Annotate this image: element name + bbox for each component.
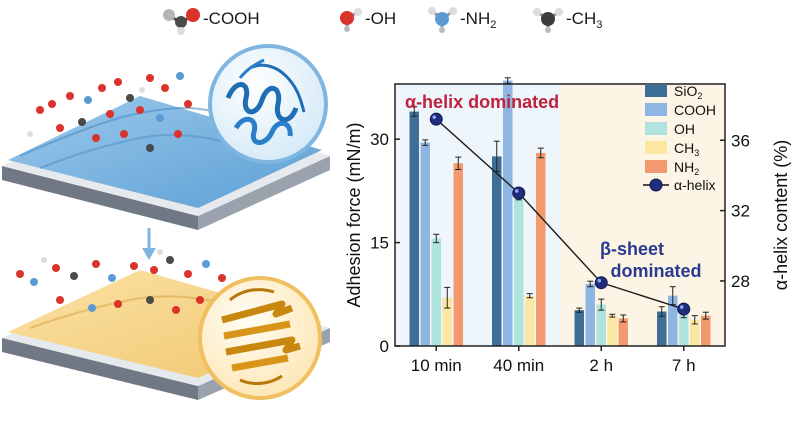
x-tick-label-3: 7 h — [672, 356, 696, 375]
methyl-molecule-icon — [533, 8, 563, 33]
bar-0-0 — [409, 111, 419, 346]
bar-3-1 — [525, 295, 535, 346]
alpha-helix-point-highlight-0 — [432, 115, 437, 119]
legend-label-cooh: -COOH — [203, 9, 260, 28]
legend-label-text-0: SiO — [674, 83, 697, 99]
bar-0-2 — [574, 310, 584, 346]
alpha-region-shade — [395, 84, 560, 346]
bar-3-3 — [690, 319, 700, 346]
surface-protein-illustration — [0, 38, 335, 425]
y2-axis-label: α-helix content (%) — [771, 140, 791, 290]
beta-sheet-protein-bubble — [198, 276, 322, 400]
amine-molecule-icon — [428, 7, 457, 33]
bar-4-0 — [453, 163, 463, 346]
legend-label-oh: -OH — [365, 9, 396, 28]
alpha-helix-dominated-label: α-helix dominated — [405, 92, 559, 112]
y2-tick-label-2: 36 — [731, 131, 750, 150]
alpha-helix-point-3 — [677, 302, 691, 316]
legend-label-text-4: NH — [674, 159, 694, 175]
alpha-helix-point-0 — [429, 112, 443, 126]
legend-swatch-0 — [645, 84, 667, 97]
transition-arrow-icon — [142, 228, 156, 260]
bar-2-3 — [679, 314, 689, 346]
beta-sheet-label-line2: dominated — [610, 261, 701, 281]
bar-3-2 — [607, 315, 617, 346]
alpha-helix-line-group — [429, 112, 691, 316]
y2-tick-label-1: 32 — [731, 202, 750, 221]
y2-tick-label-0: 28 — [731, 272, 750, 291]
bar-1-3 — [668, 295, 678, 346]
bar-3-0 — [442, 297, 452, 346]
carboxyl-molecule-icon — [163, 8, 200, 35]
legend-label-nh2: -NH2 — [460, 9, 496, 31]
legend-label-1: COOH — [674, 102, 716, 118]
legend-label-text-3: CH — [674, 140, 694, 156]
legend-label-sub-0: 2 — [697, 91, 702, 101]
x-tick-label-0: 10 min — [411, 356, 462, 375]
bar-4-1 — [536, 152, 546, 346]
bar-1-2 — [585, 283, 595, 346]
blue-substrate-slab — [2, 96, 330, 230]
legend-swatch-2 — [645, 122, 667, 135]
legend-swatch-1 — [645, 103, 667, 116]
legend-label-ch3: -CH3 — [566, 9, 602, 31]
legend-label-sub-3: 3 — [694, 148, 699, 158]
legend-marker-swatch — [649, 178, 663, 192]
y-tick-label-2: 30 — [370, 130, 389, 149]
y-axis-label: Adhesion force (mN/m) — [344, 122, 364, 307]
alpha-helix-point-highlight-3 — [679, 305, 684, 309]
bar-1-1 — [503, 80, 513, 347]
functional-group-legend: -COOH -OH -NH2 — [155, 2, 635, 36]
bar-2-0 — [431, 238, 441, 346]
bar-1-0 — [420, 142, 430, 346]
beta-sheet-label-line1: β-sheet — [600, 239, 664, 259]
alpha-helix-protein-bubble — [208, 44, 328, 164]
alpha-helix-point-highlight-2 — [597, 278, 602, 283]
bar-0-3 — [657, 311, 667, 346]
surface-molecules-bottom — [16, 249, 226, 314]
y-tick-label-0: 0 — [380, 337, 389, 356]
beta-region-shade — [560, 84, 725, 346]
x-tick-label-2: 2 h — [589, 356, 613, 375]
alpha-helix-point-highlight-1 — [514, 189, 519, 193]
hydroxyl-molecule-icon — [340, 8, 362, 32]
bar-2-1 — [514, 195, 524, 346]
legend-label-text-2: OH — [674, 121, 695, 137]
bar-4-3 — [701, 315, 711, 346]
bar-0-1 — [492, 156, 502, 346]
plot-frame — [394, 83, 726, 347]
legend-label-2: OH — [674, 121, 695, 137]
legend-label-3: CH3 — [674, 140, 699, 158]
legend-swatch-4 — [645, 160, 667, 173]
alpha-helix-line — [435, 118, 684, 310]
alpha-helix-point-2 — [594, 276, 608, 290]
legend-label-0: SiO2 — [674, 83, 702, 101]
bar-2-2 — [596, 304, 606, 346]
alpha-helix-point-1 — [512, 186, 526, 200]
legend-label-text-1: COOH — [674, 102, 716, 118]
legend-line-label: α-helix — [674, 177, 716, 193]
surface-molecules-top — [27, 72, 192, 152]
y-tick-label-1: 15 — [370, 234, 389, 253]
legend-swatch-3 — [645, 141, 667, 154]
x-tick-label-1: 40 min — [493, 356, 544, 375]
legend-label-sub-4: 2 — [694, 167, 699, 177]
legend-label-4: NH2 — [674, 159, 699, 177]
bar-series-group — [409, 80, 711, 347]
bar-4-2 — [618, 318, 628, 346]
